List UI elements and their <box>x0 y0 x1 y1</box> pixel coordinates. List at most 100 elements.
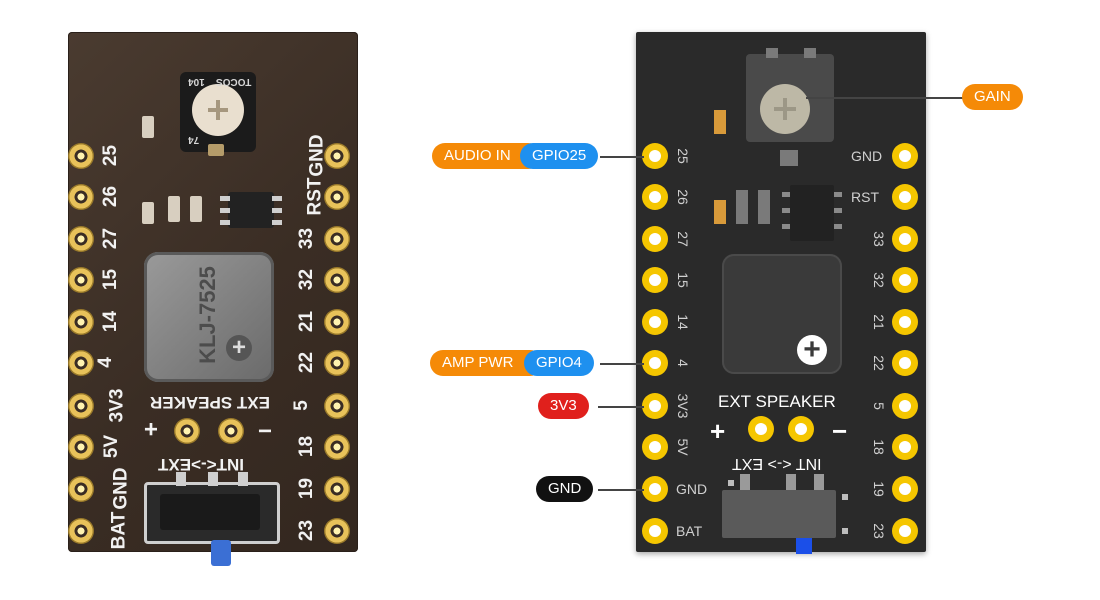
photo-chip-pin <box>272 196 282 201</box>
photo-left-label: 4 <box>94 357 116 368</box>
photo-left-pad <box>68 393 94 419</box>
photo-left-label: 5V <box>101 434 123 459</box>
diagram-left-label: 25 <box>675 148 691 164</box>
diagram-amp-chip <box>790 185 834 241</box>
diagram-switch-blue-tab <box>796 538 812 554</box>
photo-pot-pin <box>208 144 224 156</box>
photo-int-ext-label: INT<->EXT <box>158 455 244 474</box>
photo-switch-blue-tab <box>211 540 231 566</box>
photo-amp-chip <box>228 192 274 228</box>
diagram-left-label: 5V <box>675 438 691 456</box>
photo-left-pad <box>68 226 94 252</box>
gpio4-callout: GPIO4 <box>524 350 594 376</box>
diagram-left-pad <box>642 309 668 335</box>
diagram-switch-dot <box>842 494 848 500</box>
photo-left-pad <box>68 143 94 169</box>
photo-right-label: 5 <box>290 400 312 411</box>
photo-right-label: 23 <box>296 519 318 542</box>
diagram-left-pad <box>642 434 668 460</box>
diagram-right-label: 22 <box>871 355 887 371</box>
diagram-resistor <box>714 200 726 224</box>
diagram-right-label: GND <box>851 148 883 164</box>
photo-left-label: 26 <box>100 185 122 208</box>
photo-left-pad <box>68 476 94 502</box>
diagram-pot-pin <box>780 150 798 166</box>
diagram-board: + EXT SPEAKER + − INT <-> EXT <box>636 32 926 554</box>
diagram-left-pad <box>642 393 668 419</box>
diagram-chip-pin <box>782 224 790 229</box>
diagram-left-pad <box>642 267 668 293</box>
diagram-switch-tab <box>786 474 796 490</box>
photo-right-pad <box>324 350 350 376</box>
diagram-right-pad <box>892 309 918 335</box>
photo-left-label: 27 <box>100 227 122 250</box>
photo-capacitor <box>190 196 202 222</box>
diagram-speaker-pad <box>748 416 774 442</box>
gnd-leader <box>598 489 644 491</box>
diagram-right-pad <box>892 350 918 376</box>
photo-pot-text-104: 104 <box>188 76 205 87</box>
photo-speaker-plus-icon: + <box>226 335 252 361</box>
diagram-resistor <box>714 110 726 134</box>
photo-switch-tab <box>176 472 186 486</box>
diagram-left-label: GND <box>676 481 708 497</box>
diagram-minus-label: − <box>832 416 848 446</box>
photo-right-label: GND <box>306 134 328 177</box>
diagram-left-label: 27 <box>675 231 691 247</box>
gnd-callout: GND <box>536 476 594 502</box>
photo-right-pad <box>324 267 350 293</box>
diagram-chip-pin <box>782 208 790 213</box>
diagram-chip-pin <box>834 224 842 229</box>
photo-left-pad <box>68 434 94 460</box>
diagram-switch-tab <box>814 474 824 490</box>
diagram-plus-label: + <box>710 416 726 446</box>
photo-left-label: 25 <box>100 144 122 167</box>
diagram-right-pad <box>892 267 918 293</box>
diagram-ext-speaker-label: EXT SPEAKER <box>718 392 836 411</box>
diagram-switch-dot <box>842 528 848 534</box>
photo-left-pad <box>68 184 94 210</box>
photo-board: 104 TOCOS 74 KLJ-7525 + EXT SPEAKER − + … <box>68 32 358 566</box>
diagram-left-label: 14 <box>675 314 691 330</box>
photo-right-pad <box>324 226 350 252</box>
photo-right-label: 33 <box>296 227 318 250</box>
photo-resistor <box>142 116 154 138</box>
photo-speaker-text: KLJ-7525 <box>195 266 220 364</box>
diagram-right-pad <box>892 434 918 460</box>
diagram-left-label: 15 <box>675 272 691 288</box>
photo-left-pad <box>68 350 94 376</box>
diagram-pot-pin <box>804 48 816 58</box>
photo-right-pad <box>324 518 350 544</box>
photo-right-pad <box>324 476 350 502</box>
photo-left-label: 14 <box>100 310 122 333</box>
photo-left-pad <box>68 518 94 544</box>
photo-switch-inner <box>160 494 260 530</box>
diagram-left-label: 3V3 <box>675 393 691 419</box>
photo-resistor <box>142 202 154 224</box>
photo-left-label: BAT <box>108 511 130 550</box>
diagram-right-label: 5 <box>871 402 887 410</box>
diagram-left-label: 26 <box>675 189 691 205</box>
photo-chip-pin <box>220 220 230 225</box>
photo-ext-speaker-label: EXT SPEAKER <box>150 393 270 412</box>
gpio25-callout: GPIO25 <box>520 143 599 169</box>
photo-chip-pin <box>272 208 282 213</box>
diagram-pot-cross-v <box>783 98 787 120</box>
diagram-capacitor <box>758 190 770 224</box>
diagram-right-label: RST <box>851 189 879 205</box>
photo-speaker <box>144 252 274 382</box>
diagram-chip-pin <box>834 192 842 197</box>
diagram-left-pad <box>642 226 668 252</box>
diagram-speaker-plus-icon: + <box>797 335 827 365</box>
photo-right-pad <box>324 143 350 169</box>
diagram-left-pad <box>642 143 668 169</box>
diagram-left-pad <box>642 518 668 544</box>
photo-right-label: RST <box>304 177 326 216</box>
diagram-right-label: 18 <box>871 439 887 455</box>
photo-speaker-pad <box>218 418 244 444</box>
diagram-right-pad <box>892 226 918 252</box>
3v3-callout: 3V3 <box>538 393 589 419</box>
diagram-left-label: 4 <box>675 359 691 367</box>
diagram-left-pad <box>642 184 668 210</box>
photo-right-pad <box>324 434 350 460</box>
